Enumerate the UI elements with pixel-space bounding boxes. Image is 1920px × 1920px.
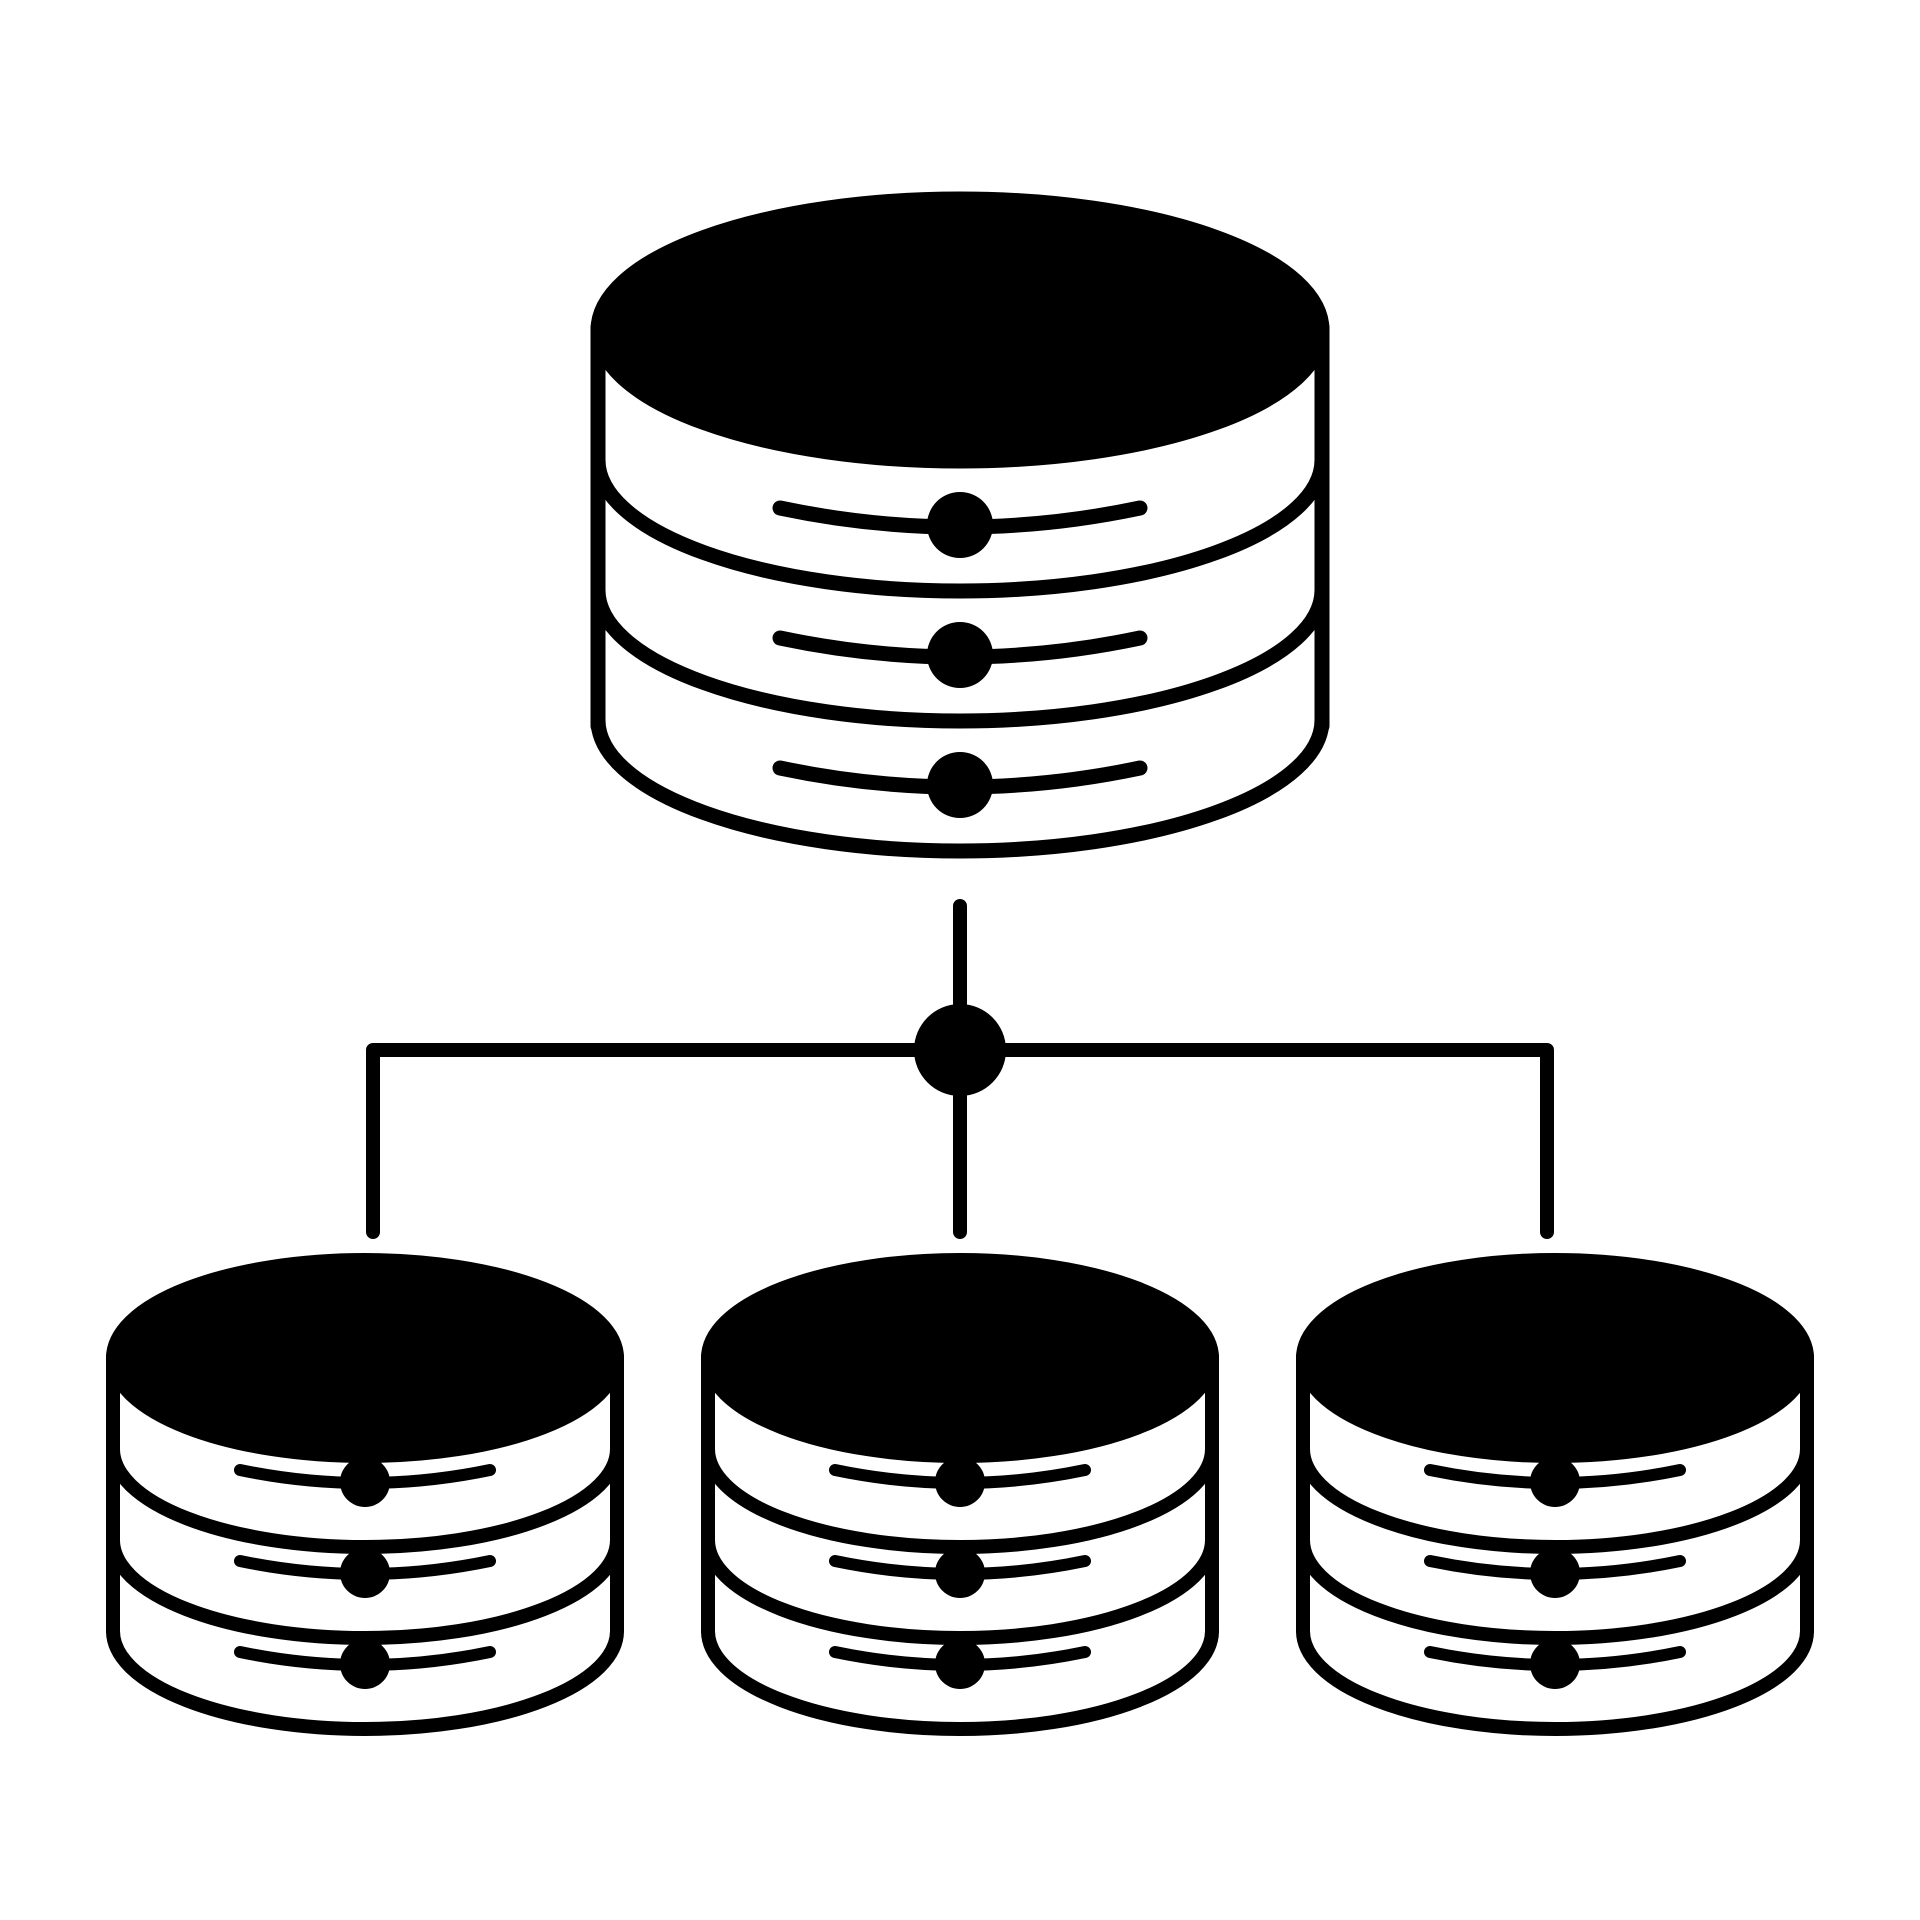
replica-right-led-1 [1530,1457,1580,1507]
database-replica-center-icon [701,1253,1219,1736]
replica-center-led-2 [935,1548,985,1598]
database-primary-divider-2 [590,582,1330,729]
replica-left-top-cap [106,1253,624,1463]
network-hub-icon [914,1004,1006,1096]
replica-left-led-2 [340,1548,390,1598]
database-primary-top-cap [590,191,1330,469]
database-replica-left-icon [106,1253,624,1736]
replica-center-top-cap [701,1253,1219,1463]
database-primary-bottom [590,712,1330,859]
database-primary-led-1 [927,492,993,558]
database-primary-icon [590,191,1330,859]
replica-left-led-1 [340,1457,390,1507]
replica-center-divider-2 [701,1533,1219,1645]
replica-left-divider-1 [106,1442,624,1554]
database-primary-led-3 [927,752,993,818]
replica-right-bottom [1296,1624,1814,1736]
database-replica-right-icon [1296,1253,1814,1736]
database-primary-indicators [927,492,993,818]
replica-left-divider-2 [106,1533,624,1645]
replica-center-divider-1 [701,1442,1219,1554]
replica-right-divider-2 [1296,1533,1814,1645]
replica-left-led-3 [340,1639,390,1689]
database-primary-divider-1 [590,452,1330,599]
replica-right-divider-1 [1296,1442,1814,1554]
database-primary-led-2 [927,622,993,688]
replica-center-led-3 [935,1639,985,1689]
replica-center-led-1 [935,1457,985,1507]
replica-right-top-cap [1296,1253,1814,1463]
replica-right-led-2 [1530,1548,1580,1598]
replica-right-led-3 [1530,1639,1580,1689]
replica-left-bottom [106,1624,624,1736]
replica-center-bottom [701,1624,1219,1736]
